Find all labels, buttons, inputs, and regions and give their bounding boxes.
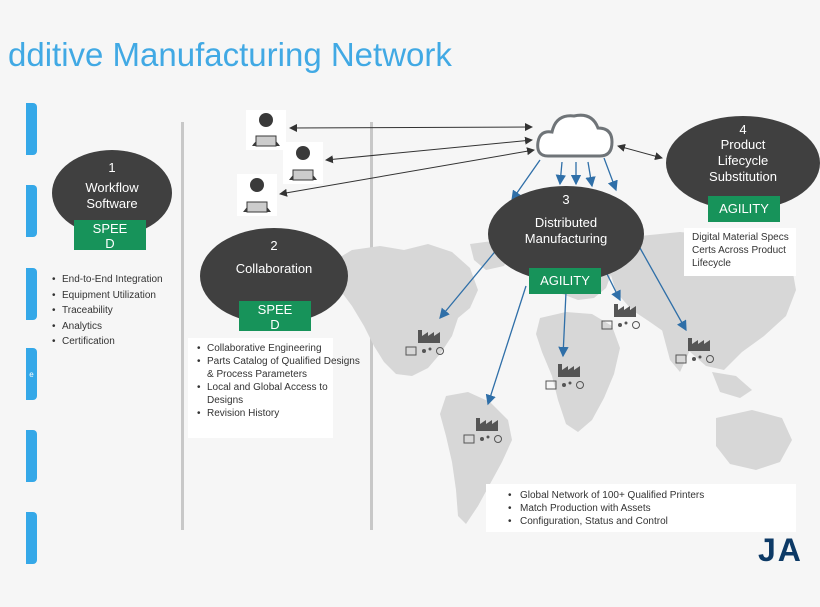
list-item: Parts Catalog of Qualified Designs & Pro… xyxy=(197,355,362,381)
factory-icon xyxy=(601,304,640,330)
factory-icon xyxy=(545,364,584,390)
company-logo: JA xyxy=(758,532,803,568)
list-item: Configuration, Status and Control xyxy=(508,515,704,528)
node-number: 1 xyxy=(108,160,116,175)
node-label: Distributed Manufacturing xyxy=(524,215,608,246)
list-item: Equipment Utilization xyxy=(52,288,163,304)
node-factory-arrow xyxy=(605,271,621,302)
user-cloud-arrow xyxy=(279,147,535,197)
factory-icon xyxy=(463,418,502,444)
continent-india xyxy=(662,330,690,372)
product-lifecycle-node: 4 Product Lifecycle Substitution xyxy=(666,116,820,210)
cloud-node-arrow xyxy=(555,161,567,186)
side-tab-5[interactable] xyxy=(26,430,37,482)
list-item: End-to-End Integration xyxy=(52,272,163,288)
workflow-bullets: End-to-End Integration Equipment Utiliza… xyxy=(50,272,163,350)
list-item: Revision History xyxy=(197,407,362,420)
cloud-node-arrow xyxy=(585,161,596,188)
speed-badge: SPEE D xyxy=(74,220,146,251)
side-tab-1[interactable] xyxy=(26,103,37,155)
page-title: dditive Manufacturing Network xyxy=(8,36,452,73)
speed-badge: SPEE D xyxy=(239,301,311,332)
list-item: Global Network of 100+ Qualified Printer… xyxy=(508,489,704,502)
user-icon xyxy=(283,142,323,184)
node-number: 4 xyxy=(739,122,747,137)
agility-badge: AGILITY xyxy=(708,196,780,222)
separator-1 xyxy=(181,122,184,530)
list-item: Match Production with Assets xyxy=(508,502,704,515)
cloud-node-arrow xyxy=(603,157,618,192)
side-tab-4[interactable] xyxy=(26,348,37,400)
list-item: Local and Global Access to Designs xyxy=(197,381,362,407)
lifecycle-description: Digital Material Specs Certs Across Prod… xyxy=(692,232,789,269)
node-factory-arrow xyxy=(639,247,687,332)
list-item: Certification xyxy=(52,334,163,350)
side-tab-label: e xyxy=(29,370,34,379)
agility-badge: AGILITY xyxy=(529,268,601,294)
cloud-icon xyxy=(536,113,614,158)
node-factory-arrow xyxy=(485,285,527,406)
node-label: Workflow Software xyxy=(85,180,139,211)
cloud-lifecycle-arrow xyxy=(617,143,663,161)
factory-icon xyxy=(675,338,714,364)
node-label: Collaboration xyxy=(235,261,313,276)
node-number: 3 xyxy=(562,192,570,207)
side-tab-6[interactable] xyxy=(26,512,37,564)
list-item: Analytics xyxy=(52,319,163,335)
continent-southeast-asia xyxy=(712,372,752,398)
user-cloud-arrow xyxy=(325,136,533,164)
collaboration-bullets: Collaborative Engineering Parts Catalog … xyxy=(195,342,362,420)
node-number: 2 xyxy=(270,238,278,253)
distributed-manufacturing-node: 3 Distributed Manufacturing xyxy=(488,186,644,282)
continent-australia xyxy=(716,410,792,470)
list-item: Traceability xyxy=(52,303,163,319)
node-factory-arrow xyxy=(558,291,569,358)
distributed-bullets: Global Network of 100+ Qualified Printer… xyxy=(506,489,704,528)
factory-icon xyxy=(405,330,444,356)
user-icon xyxy=(237,174,277,216)
node-label: Product Lifecycle Substitution xyxy=(709,137,777,184)
side-tab-3[interactable] xyxy=(26,268,37,320)
user-cloud-arrow xyxy=(289,123,533,132)
lifecycle-text-box xyxy=(684,228,796,276)
continent-north-america xyxy=(332,244,478,376)
user-icon xyxy=(246,110,286,150)
node-factory-arrow xyxy=(439,247,499,320)
side-tab-2[interactable] xyxy=(26,185,37,237)
list-item: Collaborative Engineering xyxy=(197,342,362,355)
cloud-node-arrow xyxy=(511,159,541,202)
